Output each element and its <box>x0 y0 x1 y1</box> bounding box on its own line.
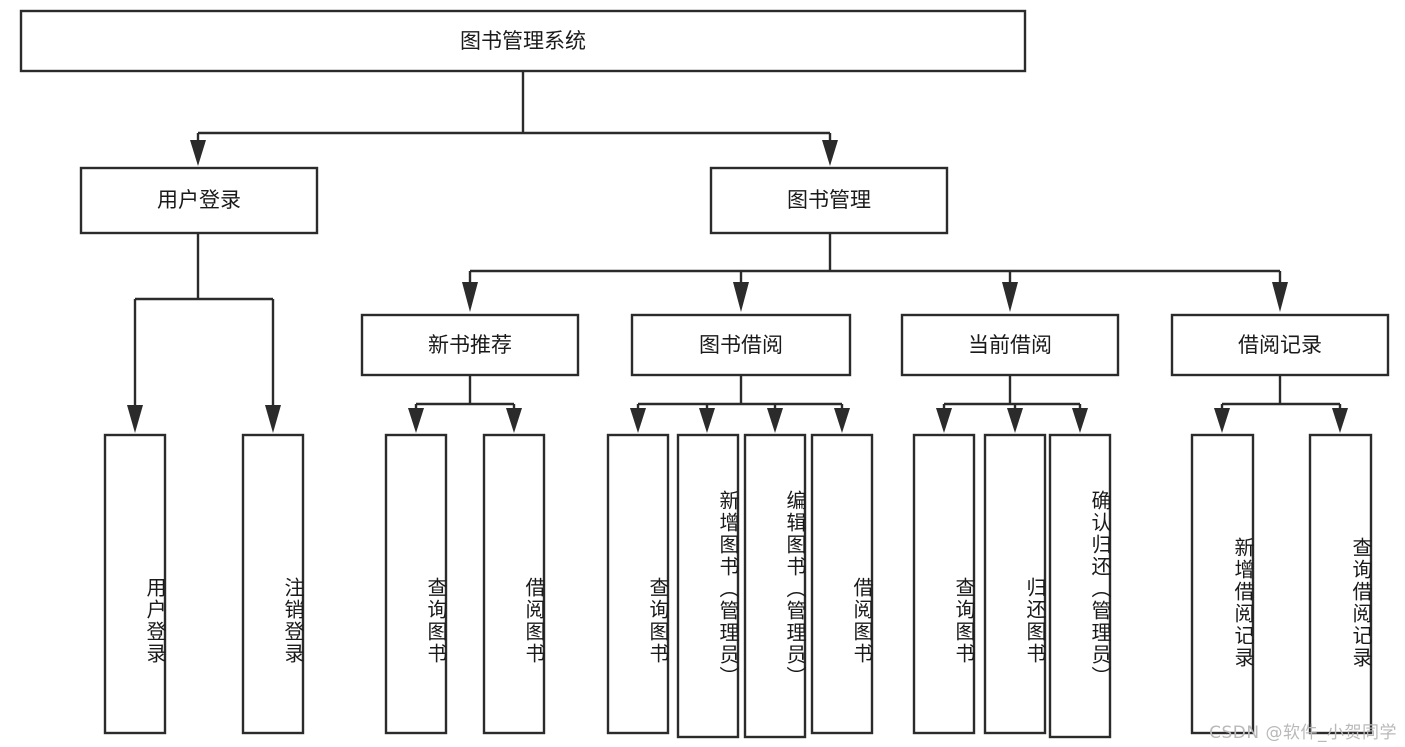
arrow-head-newbook <box>462 282 478 312</box>
arrow-head-user-login <box>127 405 143 433</box>
node-borrow-box[interactable] <box>630 313 852 377</box>
node-leaf-borrow-query-box[interactable] <box>606 433 670 735</box>
node-leaf-user-logout-box[interactable] <box>241 433 305 735</box>
node-login-box[interactable] <box>79 166 319 235</box>
arrow-head-borrow-edit <box>767 408 783 433</box>
arrow-head-current <box>1002 282 1018 312</box>
node-records-label: 借阅记录 <box>1238 333 1322 357</box>
connector-bookmgmt-to-level3 <box>462 234 1288 312</box>
node-borrow[interactable]: 图书借阅 <box>630 313 852 377</box>
node-leaf-record-query-box[interactable] <box>1308 433 1373 735</box>
arrow-head-record-add <box>1214 408 1230 433</box>
node-bookmgmt-label: 图书管理 <box>787 188 871 212</box>
node-current-box[interactable] <box>900 313 1120 377</box>
arrow-head-current-return <box>1007 408 1023 433</box>
connector-current-to-leaves <box>936 376 1088 433</box>
node-leaf-new-query-box[interactable] <box>384 433 448 735</box>
node-leaf-record-add-box[interactable] <box>1190 433 1255 735</box>
arrow-head-record-query <box>1332 408 1348 433</box>
arrow-head-borrow-lend <box>834 408 850 433</box>
node-leaf-new-borrow-box[interactable] <box>482 433 546 735</box>
arrow-head-new-borrow <box>506 408 522 433</box>
arrow-head-borrow-add <box>699 408 715 433</box>
node-current-label: 当前借阅 <box>968 333 1052 357</box>
arrow-head-current-query <box>936 408 952 433</box>
node-newbook-box[interactable] <box>360 313 580 377</box>
connector-records-to-leaves <box>1214 376 1348 433</box>
connector-login-to-leaves <box>127 234 281 433</box>
node-root-box[interactable] <box>19 9 1027 73</box>
arrow-head-login <box>190 140 206 166</box>
node-leaf-borrow-add-box[interactable] <box>676 433 740 739</box>
node-records[interactable]: 借阅记录 <box>1170 313 1390 377</box>
node-leaf-user-login-box[interactable] <box>103 433 167 735</box>
node-leaf-current-query-box[interactable] <box>912 433 976 735</box>
node-current[interactable]: 当前借阅 <box>900 313 1120 377</box>
arrow-head-user-logout <box>265 405 281 433</box>
arrow-head-records <box>1272 282 1288 312</box>
arrow-head-borrow-query <box>630 408 646 433</box>
node-borrow-label: 图书借阅 <box>699 333 783 357</box>
arrow-head-bookmgmt <box>822 140 838 166</box>
node-bookmgmt-box[interactable] <box>709 166 949 235</box>
node-root-label: 图书管理系统 <box>460 29 586 53</box>
arrow-head-borrow <box>733 282 749 312</box>
node-login[interactable]: 用户登录 <box>79 166 319 235</box>
connector-root-to-level2 <box>190 71 838 166</box>
node-root[interactable]: 图书管理系统 <box>19 9 1027 73</box>
node-records-box[interactable] <box>1170 313 1390 377</box>
csdn-watermark: CSDN @软件_小贺同学 <box>1209 723 1397 743</box>
node-bookmgmt[interactable]: 图书管理 <box>709 166 949 235</box>
node-leaf-current-return-box[interactable] <box>983 433 1047 735</box>
node-leaf-borrow-lend-box[interactable] <box>810 433 874 735</box>
node-leaf-current-confirm-box[interactable] <box>1048 433 1112 739</box>
node-login-label: 用户登录 <box>157 188 241 212</box>
node-newbook-label: 新书推荐 <box>428 333 512 357</box>
arrow-head-current-confirm <box>1072 408 1088 433</box>
arrow-head-new-query <box>408 408 424 433</box>
node-leaf-borrow-edit-box[interactable] <box>743 433 807 739</box>
connector-borrow-to-leaves <box>630 376 850 433</box>
node-newbook[interactable]: 新书推荐 <box>360 313 580 377</box>
connector-newbook-to-leaves <box>408 376 522 433</box>
